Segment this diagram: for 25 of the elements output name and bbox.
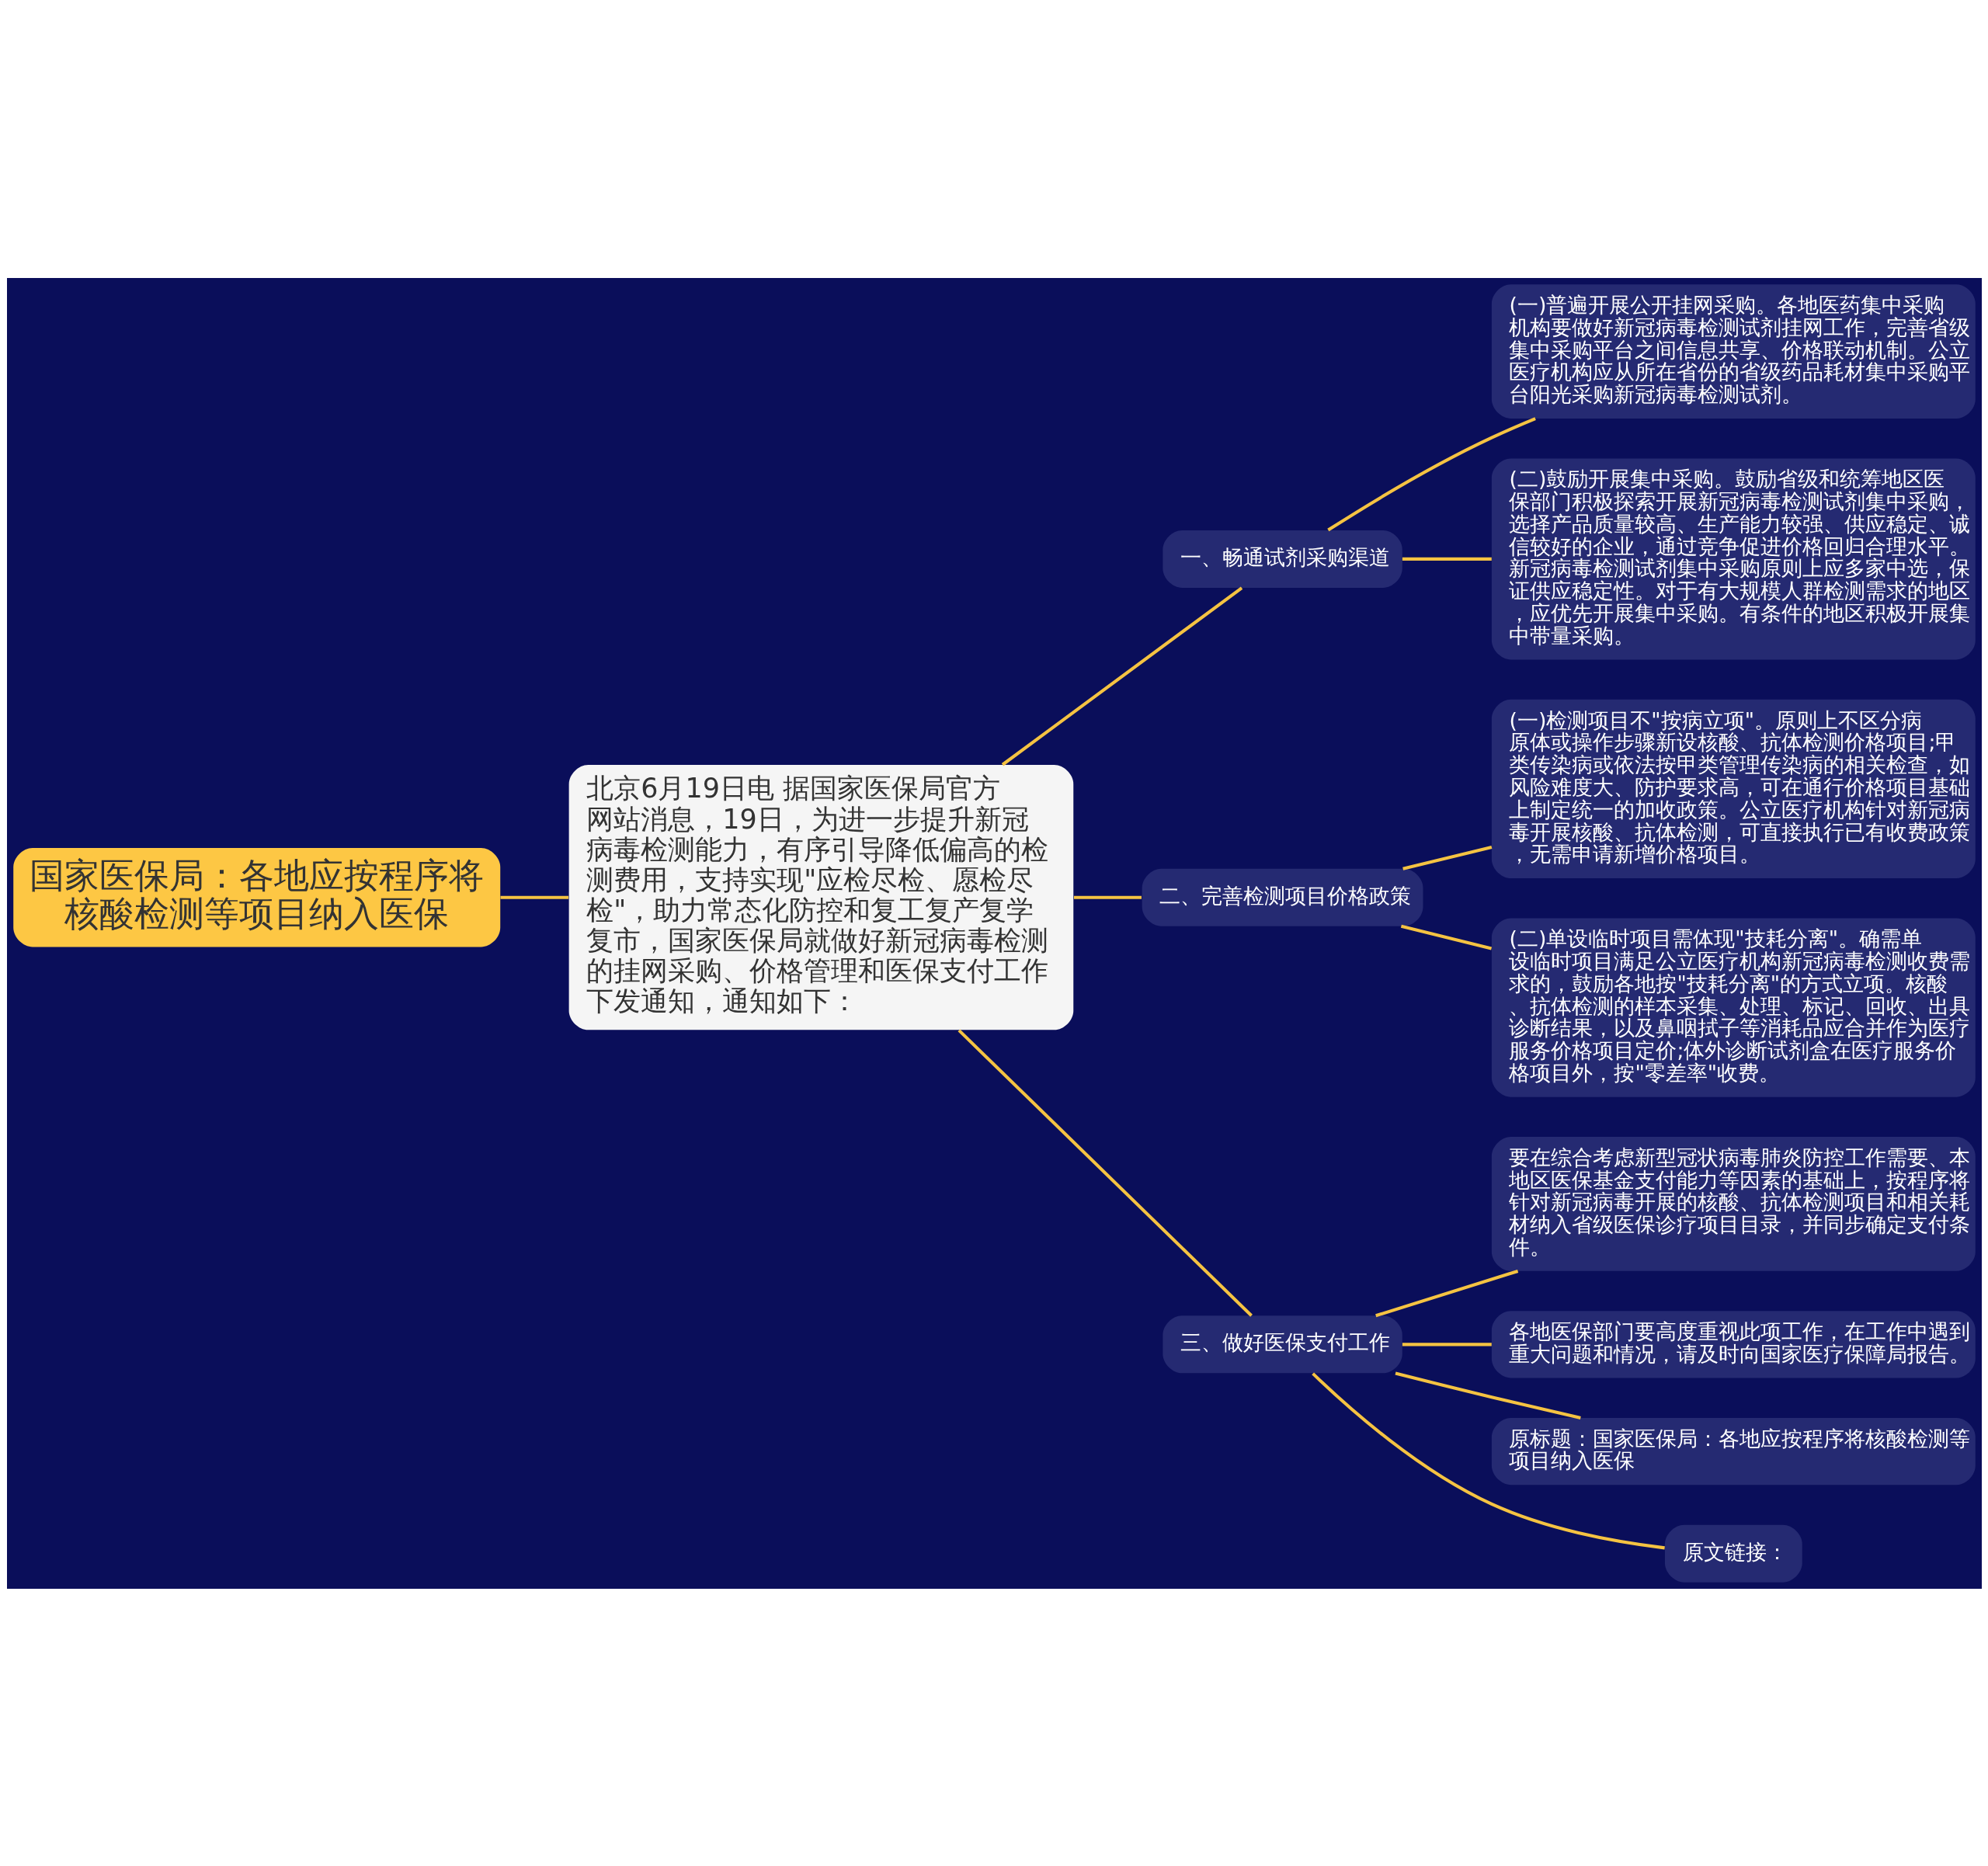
connector <box>1375 1269 1518 1317</box>
node-box: 原标题：国家医保局：各地应按程序将核酸检测等项目纳入医保 <box>1491 1417 1976 1485</box>
connector <box>1001 586 1242 766</box>
connector <box>1395 1371 1581 1419</box>
node-box: 三、做好医保支付工作 <box>1162 1315 1402 1373</box>
node-box: 国家医保局：各地应按程序将核酸检测等项目纳入医保 <box>12 847 500 947</box>
node-box: 要在综合考虑新型冠状病毒肺炎防控工作需要、本地区医保基金支付能力等因素的基础上，按程序将针对新冠病毒开展的核酸、抗体检测项目和相关耗材纳入省级医保诊疗项目目录，并同步确定支付条件。 <box>1491 1136 1976 1271</box>
node-box: (一)检测项目不"按病立项"。原则上不区分病原体或操作步骤新设核酸、抗体检测价格项目;甲类传染病或依法按甲类管理传染病的相关检查，如风险难度大、防护要求高，可在通行价格项目基础上制定统一的加收政策。公立医疗机构针对新冠病毒开展核酸、抗体检测，可直接执行已有收费政策，无需申请新增价格项目。 <box>1491 699 1976 878</box>
connector <box>1402 557 1492 561</box>
connector <box>1073 895 1142 899</box>
connector <box>1402 1342 1492 1346</box>
connector <box>1326 416 1536 531</box>
node-box: 原文链接： <box>1664 1524 1802 1583</box>
node-box: (二)单设临时项目需体现"技耗分离"。确需单设临时项目满足公立医疗机构新冠病毒检测收费需求的，鼓励各地按"技耗分离"的方式立项。核酸、抗体检测的样本采集、处理、标记、回收、出具诊断结果，以及鼻咽拭子等消耗品应合并作为医疗服务价格项目定价;体外诊断试剂盒在医疗服务价格项目外，按"零差率"收费。 <box>1491 917 1976 1097</box>
node-box: 各地医保部门要高度重视此项工作，在工作中遇到重大问题和情况，请及时向国家医疗保障局报告。 <box>1491 1310 1976 1378</box>
connector <box>1311 1371 1665 1549</box>
node-box: 二、完善检测项目价格政策 <box>1142 868 1423 926</box>
connector <box>1400 924 1492 950</box>
connector <box>958 1028 1253 1317</box>
node-box: (一)普遍开展公开挂网采购。各地医药集中采购机构要做好新冠病毒检测试剂挂网工作，完善省级集中采购平台之间信息共享、价格联动机制。公立医疗机构应从所在省份的省级药品耗材集中采购平台阳光采购新冠病毒检测试剂。 <box>1491 283 1976 419</box>
node-box: 北京6月19日电 据国家医保局官方网站消息，19日，为进一步提升新冠病毒检测能力，有序引导降低偏高的检测费用，支持实现"应检尽检、愿检尽检"，助力常态化防控和复工复产复学复市，国家医保局就做好新冠病毒检测的挂网采购、价格管理和医保支付工作下发通知，通知如下： <box>568 764 1073 1030</box>
node-box: 一、畅通试剂采购渠道 <box>1162 530 1402 588</box>
node-box: (二)鼓励开展集中采购。鼓励省级和统筹地区医保部门积极探索开展新冠病毒检测试剂集中采购，选择产品质量较高、生产能力较强、供应稳定、诚信较好的企业，通过竞争促进价格回归合理水平。新冠病毒检测试剂集中采购原则上应多家中选，保证供应稳定性。对于有大规模人群检测需求的地区，应优先开展集中采购。有条件的地区积极开展集中带量采购。 <box>1491 457 1976 659</box>
connector <box>1402 845 1492 870</box>
connector <box>500 895 568 899</box>
